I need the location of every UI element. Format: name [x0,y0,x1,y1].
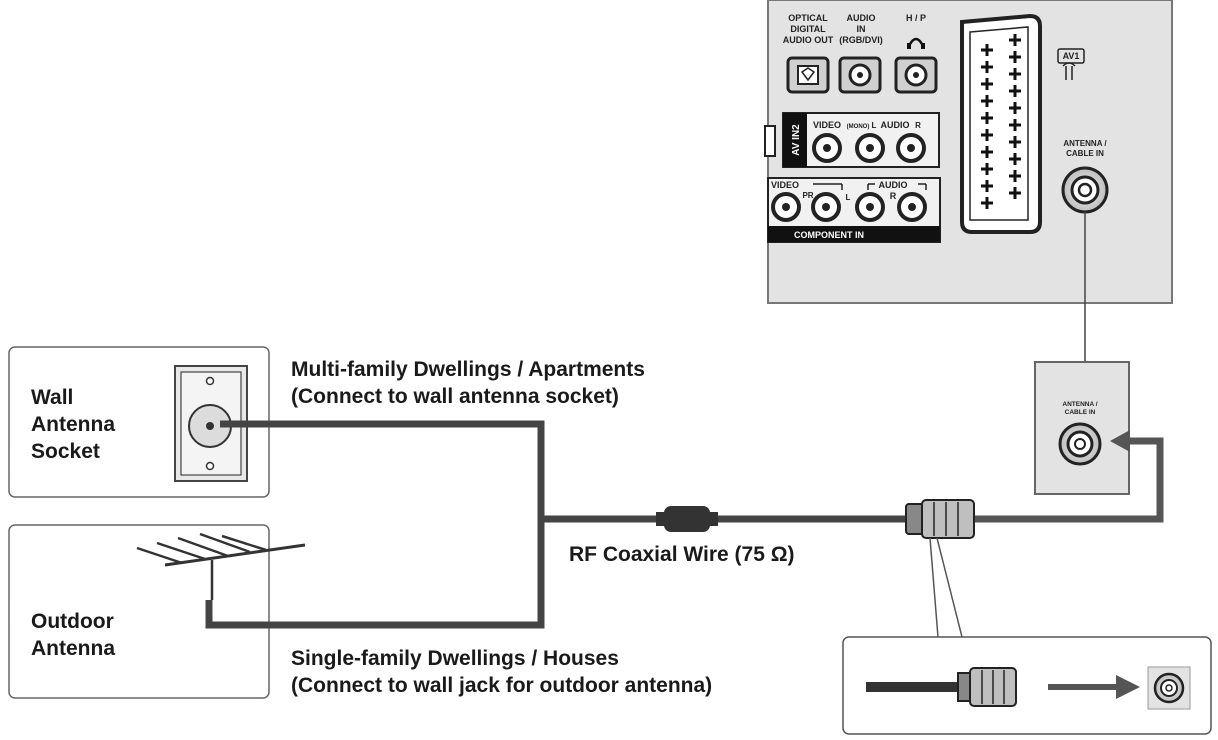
scart-pin [981,146,993,158]
scart-pin [981,95,993,107]
wall-jack-box [1034,361,1130,495]
wall-antenna-label-line-3: Socket [31,440,100,463]
connection-detail-inset [842,636,1212,735]
scart-pin [981,180,993,192]
scart-pin [981,61,993,73]
multi-family-caption-line-1: Multi-family Dwellings / Apartments [291,358,645,381]
tv-antenna-label-1: ANTENNA / [1063,139,1107,148]
av-in2-video-jack [812,133,842,163]
scart-connector [960,13,1042,234]
single-family-caption-line-2: (Connect to wall jack for outdoor antenn… [291,674,713,697]
multi-family-caption: Multi-family Dwellings / Apartments (Con… [291,356,645,410]
multi-family-caption-line-2: (Connect to wall antenna socket) [291,385,619,408]
scart-pin [1009,136,1021,148]
hp-label: H / P [906,13,926,23]
single-family-caption: Single-family Dwellings / Houses (Connec… [291,645,712,699]
component-l-label: L [846,193,851,202]
zoom-guide-left [929,537,939,638]
wall-antenna-label-line-1: Wall [31,386,74,409]
scart-pin [1009,153,1021,165]
component-pb-jack [771,192,801,222]
av-in2-video-label: VIDEO [813,120,841,130]
scart-pin [981,197,993,209]
outdoor-antenna-label-line-1: Outdoor [31,610,114,633]
av-in2-audio-l-jack [855,133,885,163]
headphone-jack [894,56,938,94]
arrow-to-wall-jack [1110,430,1130,452]
component-audio-label: AUDIO [879,180,908,190]
scart-pin [1009,85,1021,97]
component-r-label: R [890,191,897,201]
scart-pin [981,112,993,124]
av-in2-l-label: L [872,121,877,130]
audio-in-label-3: (RGB/DVI) [839,35,883,45]
tv-antenna-input-jack [1061,166,1109,214]
component-video-label: VIDEO [771,180,799,190]
scart-pin [1009,187,1021,199]
av1-label: AV1 [1063,51,1080,61]
single-family-caption-line-1: Single-family Dwellings / Houses [291,647,619,670]
av-in2-audio-r-jack [896,133,926,163]
headphone-icon [907,37,925,49]
tv-antenna-label-2: CABLE IN [1066,149,1104,158]
scart-pin [981,44,993,56]
scart-pin [1009,68,1021,80]
av-in2-mono-label: (MONO) [847,124,870,130]
scart-pin [981,78,993,90]
optical-audio-out-label-1: OPTICAL [788,13,828,23]
av-in2-r-label: R [915,121,921,130]
optical-audio-out-jack [786,56,830,94]
component-audio-r-jack [897,192,927,222]
wall-jack-label-2: CABLE IN [1065,409,1096,416]
cable-to-wall-jack [970,437,1164,523]
coax-ferrite-core [656,506,718,532]
outdoor-antenna-icon [136,532,306,600]
wall-jack-label-1: ANTENNA / [1062,401,1097,408]
tv-back-panel [764,0,1173,304]
component-pr-jack [811,192,841,222]
component-in-label: COMPONENT IN [794,230,864,240]
scart-pin [1009,102,1021,114]
scart-pin [1009,119,1021,131]
outdoor-antenna-label-line-2: Antenna [31,637,115,660]
wall-antenna-label-line-2: Antenna [31,413,115,436]
wall-antenna-label: Wall Antenna Socket [31,384,115,465]
scart-pins [981,34,1021,209]
detail-arrow [1116,675,1140,699]
zoom-guide-right [936,537,963,638]
audio-in-rgb-dvi-jack [838,56,882,94]
scart-pin [1009,170,1021,182]
coax-wire-caption: RF Coaxial Wire (75 Ω) [569,543,795,566]
audio-in-label-1: AUDIO [847,13,876,23]
component-audio-l-jack [855,192,885,222]
coax-wires [205,420,914,629]
component-pr-label: PR [802,191,813,200]
av-in2-label: AV IN2 [791,124,802,156]
scart-pin [1009,34,1021,46]
optical-audio-out-label-3: AUDIO OUT [783,35,834,45]
outdoor-antenna-label: Outdoor Antenna [31,608,115,662]
av-in2-audio-label: AUDIO [881,120,910,130]
coax-plug [905,499,975,539]
optical-audio-out-label-2: DIGITAL [790,24,826,34]
scart-pin [981,129,993,141]
scart-pin [1009,51,1021,63]
audio-in-label-2: IN [857,24,866,34]
scart-pin [981,163,993,175]
av1-scart-icon [1057,48,1085,80]
outdoor-antenna-box [8,524,270,699]
